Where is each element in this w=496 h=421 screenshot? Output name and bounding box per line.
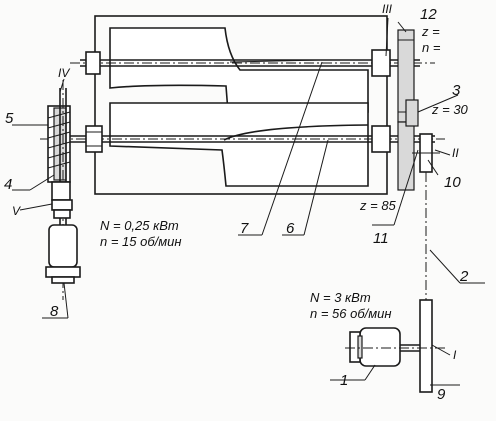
bearing-left-lower [85,125,103,153]
label-3: 3 [452,82,461,99]
label-10: 10 [444,174,461,191]
label-shaft-III: III [382,2,393,16]
label-6: 6 [286,220,295,237]
motor-8-speed: n = 15 об/мин [100,234,182,249]
gear-12-n: n = [422,40,441,55]
label-4: 4 [4,176,13,193]
label-9: 9 [437,386,446,403]
label-5: 5 [5,110,14,127]
label-11: 11 [373,230,389,247]
label-12: 12 [420,6,437,23]
bearing-right-upper [371,49,391,77]
gear-11 [397,121,415,191]
motor-1-power: N = 3 кВт [310,290,371,305]
gear-3-teeth: z = 30 [432,102,468,117]
gear-11-teeth: z = 85 [360,198,396,213]
gear-12-z: z = [422,24,440,39]
upper-roll [109,27,369,113]
label-8: 8 [50,303,59,320]
bearing-left-upper [85,51,101,75]
gear-3 [405,99,419,127]
leader-lines [12,17,485,386]
label-2: 2 [460,268,469,285]
label-1: 1 [340,372,349,389]
coupling-V [51,199,73,219]
motor-1-speed: n = 56 об/мин [310,306,392,321]
motor-8 [45,224,81,284]
motor-1 [345,327,445,367]
label-shaft-I: I [453,348,457,362]
worm-4 [51,181,71,201]
pulley-10 [412,133,440,173]
pulley-9 [419,299,433,393]
label-shaft-II: II [452,146,459,160]
motor-8-power: N = 0,25 кВт [100,218,179,233]
bearing-right-lower [371,125,391,153]
label-shaft-V: V [12,204,21,218]
label-7: 7 [240,220,249,237]
label-shaft-IV: IV [58,66,70,80]
frame [94,15,388,195]
lower-roll [109,102,369,187]
